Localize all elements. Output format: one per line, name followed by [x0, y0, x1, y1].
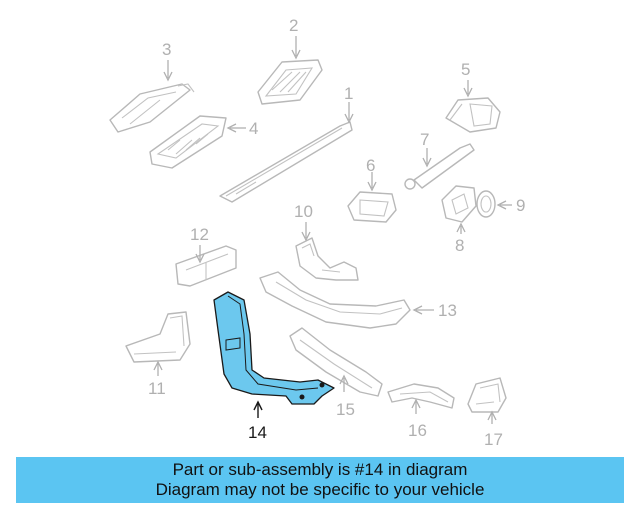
- arrow-12: [195, 253, 205, 264]
- part-6-vent[interactable]: [347, 191, 397, 223]
- part-2-vent[interactable]: [257, 59, 323, 105]
- callout-11[interactable]: 11: [148, 379, 166, 398]
- arrow-14: [253, 400, 263, 411]
- callout-16[interactable]: 16: [408, 421, 427, 440]
- arrow-10: [301, 231, 311, 242]
- callout-8[interactable]: 8: [455, 236, 464, 255]
- callout-13[interactable]: 13: [438, 301, 457, 320]
- info-banner: Part or sub-assembly is #14 in diagram D…: [16, 457, 624, 503]
- part-12-bracket[interactable]: [175, 245, 237, 287]
- part-4-vent[interactable]: [149, 115, 227, 169]
- callout-5[interactable]: 5: [461, 60, 470, 79]
- parts-diagram: 2 3 4 1 5 7 6: [109, 16, 525, 449]
- part-17-bracket[interactable]: [467, 377, 507, 413]
- part-3-vent[interactable]: [109, 83, 195, 133]
- callout-3[interactable]: 3: [162, 40, 171, 59]
- callout-7[interactable]: 7: [420, 130, 429, 149]
- part-15-duct[interactable]: [289, 327, 383, 397]
- arrow-9: [496, 200, 507, 210]
- callout-12[interactable]: 12: [190, 225, 209, 244]
- callout-10[interactable]: 10: [294, 202, 313, 221]
- banner-line-2: Diagram may not be specific to your vehi…: [155, 480, 485, 499]
- part-14-duct-highlighted[interactable]: [213, 291, 335, 405]
- part-1-strip[interactable]: [219, 121, 353, 203]
- callout-2[interactable]: 2: [289, 16, 298, 35]
- part-5-vent[interactable]: [445, 97, 501, 133]
- arrow-17: [487, 410, 497, 421]
- arrow-3: [163, 71, 173, 82]
- arrow-1: [344, 113, 354, 124]
- callout-9[interactable]: 9: [516, 196, 525, 215]
- arrow-7: [422, 157, 432, 168]
- callout-6[interactable]: 6: [366, 156, 375, 175]
- part-11-duct[interactable]: [125, 311, 191, 363]
- arrow-4: [226, 123, 237, 133]
- banner-line-1: Part or sub-assembly is #14 in diagram: [172, 460, 468, 479]
- arrow-15: [339, 374, 349, 385]
- callout-1[interactable]: 1: [344, 84, 353, 103]
- arrow-13: [412, 305, 423, 315]
- part-9-ring[interactable]: [476, 190, 496, 218]
- part-8-vent[interactable]: [441, 185, 477, 223]
- arrow-8: [456, 222, 466, 233]
- arrow-11: [153, 360, 163, 371]
- arrow-16: [411, 398, 421, 409]
- callout-14[interactable]: 14: [248, 423, 267, 442]
- callout-17[interactable]: 17: [484, 430, 503, 449]
- part-13-duct[interactable]: [259, 271, 411, 329]
- arrow-2: [291, 49, 301, 60]
- callout-15[interactable]: 15: [336, 400, 355, 419]
- callout-4[interactable]: 4: [249, 119, 258, 138]
- part-10-duct[interactable]: [295, 237, 359, 281]
- part-16-duct[interactable]: [387, 383, 455, 409]
- arrow-5: [463, 87, 473, 98]
- arrow-6: [367, 181, 377, 192]
- part-7-rod[interactable]: [404, 143, 475, 190]
